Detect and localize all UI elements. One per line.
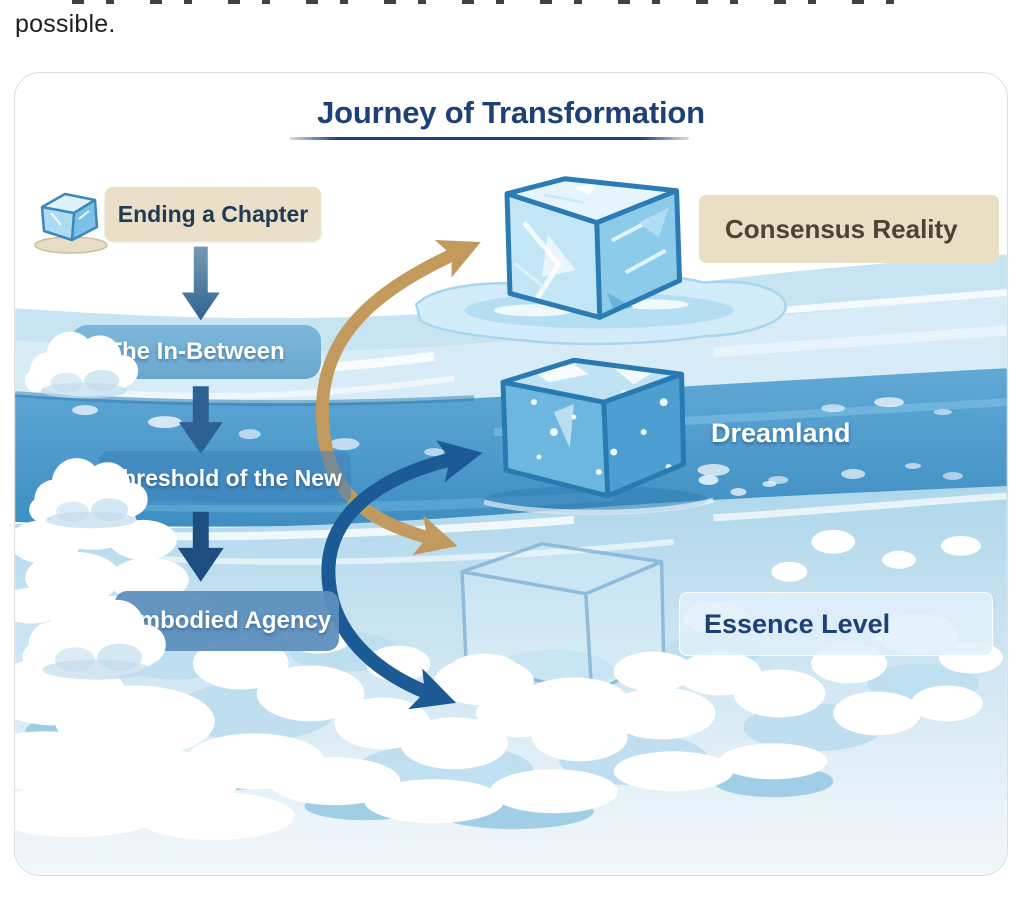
diagram-title: Journey of Transformation [317,95,705,130]
down-arrow-2 [178,386,223,455]
down-arrow-1 [181,246,220,321]
stage-label-ending-a-chapter: Ending a Chapter [105,187,321,241]
cloud-icon [24,331,139,399]
foam-dots [72,397,963,484]
level-label-consensus-reality: Consensus Reality [699,195,999,263]
down-arrows [177,246,224,582]
navy-curved-arrow [321,440,483,710]
ice-cube-icon [34,192,108,254]
down-arrow-3 [177,511,224,582]
intro-text: possible. [15,10,116,38]
cloud-icon [29,458,148,529]
cloud-icon [22,594,166,680]
ice-cube-solid [414,176,787,346]
title-underline [289,137,689,140]
diagram-panel: Journey of Transformation Ending a Chapt… [14,72,1008,876]
level-label-essence-level: Essence Level [679,592,993,656]
tan-curved-arrow [315,239,481,556]
ice-cube-submerged [483,357,777,515]
clipped-text-line [72,0,912,4]
level-label-dreamland: Dreamland [711,417,851,448]
